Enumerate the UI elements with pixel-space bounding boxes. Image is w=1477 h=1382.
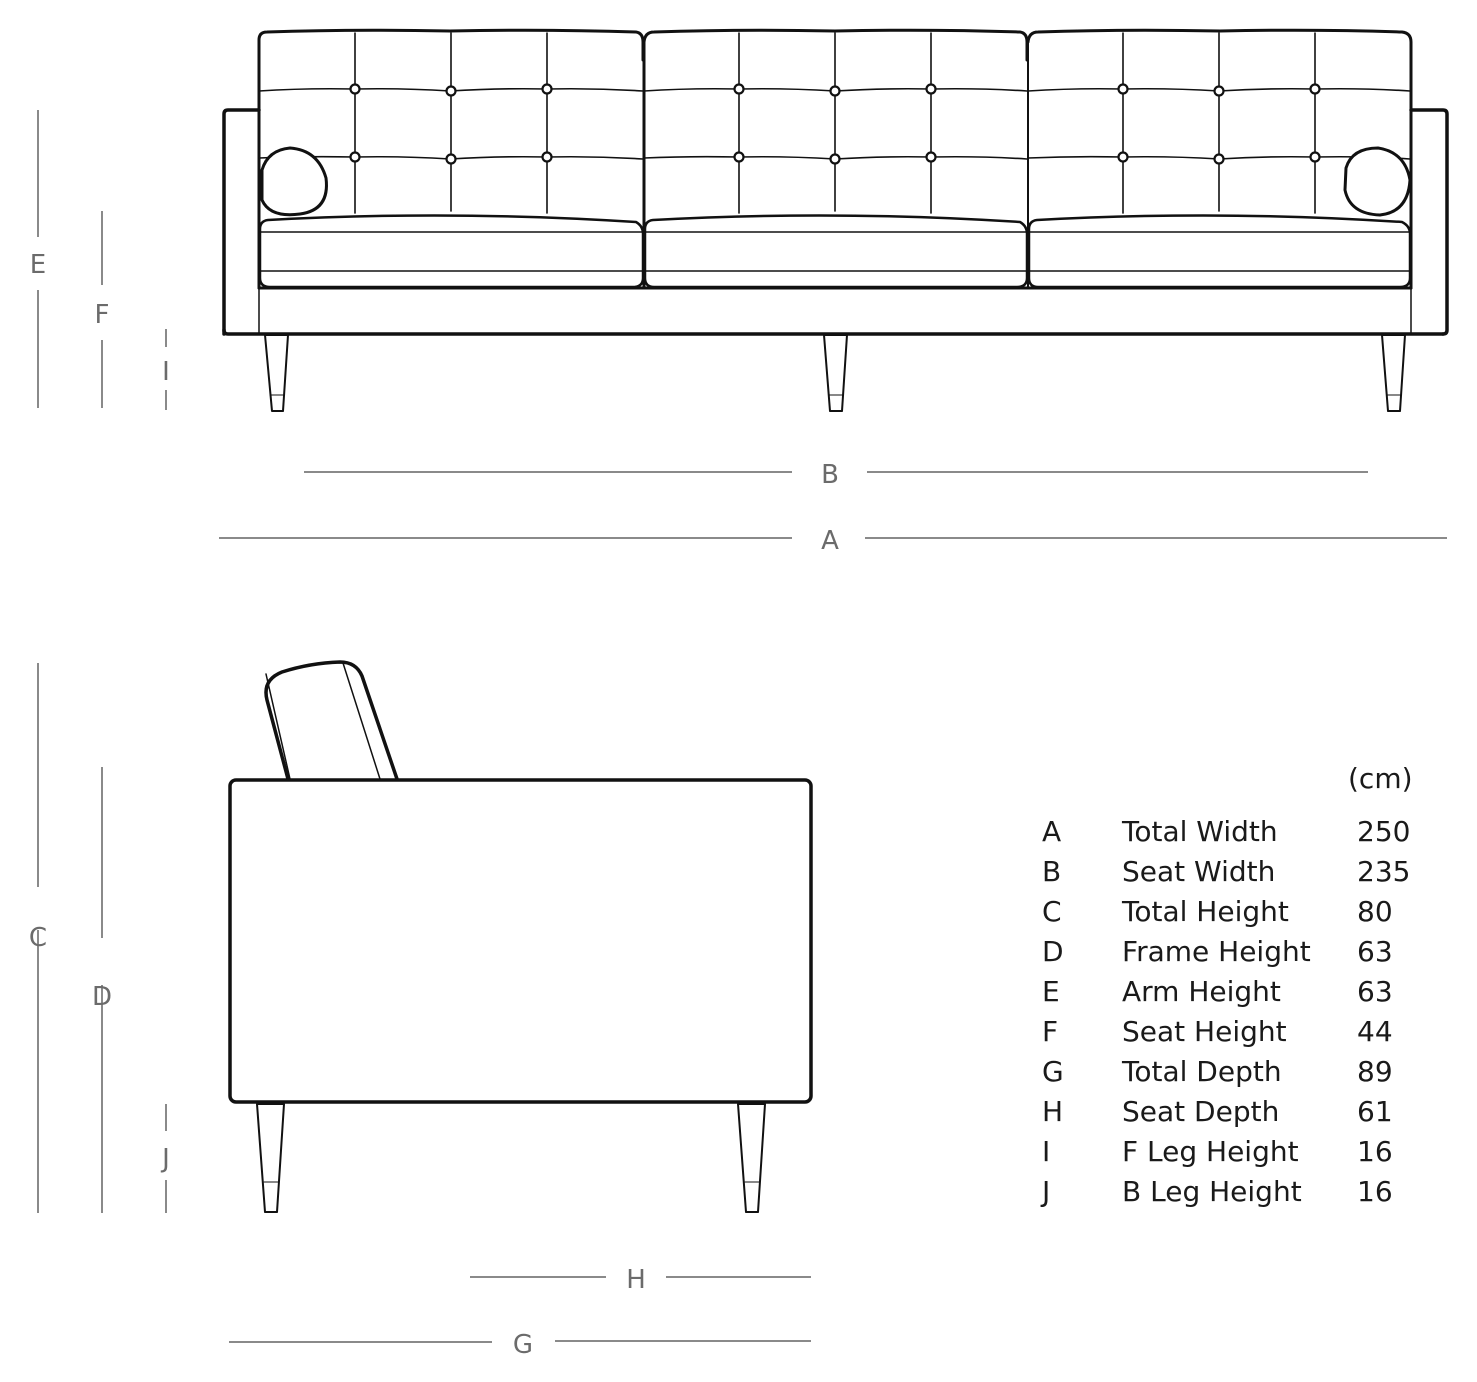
sofa-side-view xyxy=(228,660,813,1213)
spec-key: I xyxy=(1042,1135,1051,1168)
spec-key: A xyxy=(1042,815,1062,848)
tufting-buttons xyxy=(349,83,1321,165)
spec-key: E xyxy=(1042,975,1060,1008)
front-dimension-lines xyxy=(37,110,1447,539)
dimension-label-h: H xyxy=(626,1265,646,1295)
dimension-label-j: J xyxy=(160,1144,170,1174)
spec-key: H xyxy=(1042,1095,1064,1128)
spec-value: 89 xyxy=(1357,1055,1393,1088)
spec-name: Seat Width xyxy=(1122,855,1276,888)
spec-value: 250 xyxy=(1357,815,1411,848)
right-bolster xyxy=(1343,146,1412,217)
dimension-label-g: G xyxy=(513,1330,533,1360)
spec-name: Frame Height xyxy=(1122,935,1311,968)
spec-value: 61 xyxy=(1357,1095,1393,1128)
tufting-lines xyxy=(258,32,1411,214)
spec-name: B Leg Height xyxy=(1122,1175,1302,1208)
spec-key: F xyxy=(1042,1015,1059,1048)
base-frame xyxy=(222,328,1445,336)
spec-value: 16 xyxy=(1357,1135,1393,1168)
spec-key: C xyxy=(1042,895,1062,928)
dimension-label-f: F xyxy=(95,300,110,330)
spec-name: Seat Height xyxy=(1122,1015,1287,1048)
spec-key: G xyxy=(1042,1055,1064,1088)
spec-value: 63 xyxy=(1357,975,1393,1008)
side-legs xyxy=(256,1103,766,1213)
dimension-label-b: B xyxy=(821,460,839,490)
side-dimension-lines xyxy=(37,663,811,1343)
spec-key: J xyxy=(1042,1175,1051,1208)
unit-label: (cm) xyxy=(1348,762,1413,795)
dimension-label-c: C xyxy=(29,923,47,953)
front-legs xyxy=(264,334,1406,412)
spec-value: 44 xyxy=(1357,1015,1393,1048)
spec-value: 80 xyxy=(1357,895,1393,928)
dimension-label-a: A xyxy=(821,526,839,556)
spec-name: Arm Height xyxy=(1122,975,1281,1008)
left-arm xyxy=(222,108,261,336)
spec-value: 16 xyxy=(1357,1175,1393,1208)
spec-key: D xyxy=(1042,935,1064,968)
sofa-front-view xyxy=(222,28,1449,412)
seat-cushions xyxy=(258,214,1412,289)
spec-name: F Leg Height xyxy=(1122,1135,1299,1168)
spec-name: Seat Depth xyxy=(1122,1095,1280,1128)
side-back-cushion xyxy=(264,660,399,781)
side-frame xyxy=(228,778,813,1104)
dimension-label-e: E xyxy=(30,250,46,280)
spec-value: 235 xyxy=(1357,855,1411,888)
dimension-label-i: I xyxy=(162,357,170,387)
spec-name: Total Height xyxy=(1122,895,1289,928)
spec-key: B xyxy=(1042,855,1062,888)
dimension-label-d: D xyxy=(92,982,112,1012)
spec-value: 63 xyxy=(1357,935,1393,968)
spec-name: Total Width xyxy=(1122,815,1278,848)
spec-name: Total Depth xyxy=(1122,1055,1282,1088)
right-arm xyxy=(1409,108,1449,336)
left-bolster xyxy=(260,146,328,217)
